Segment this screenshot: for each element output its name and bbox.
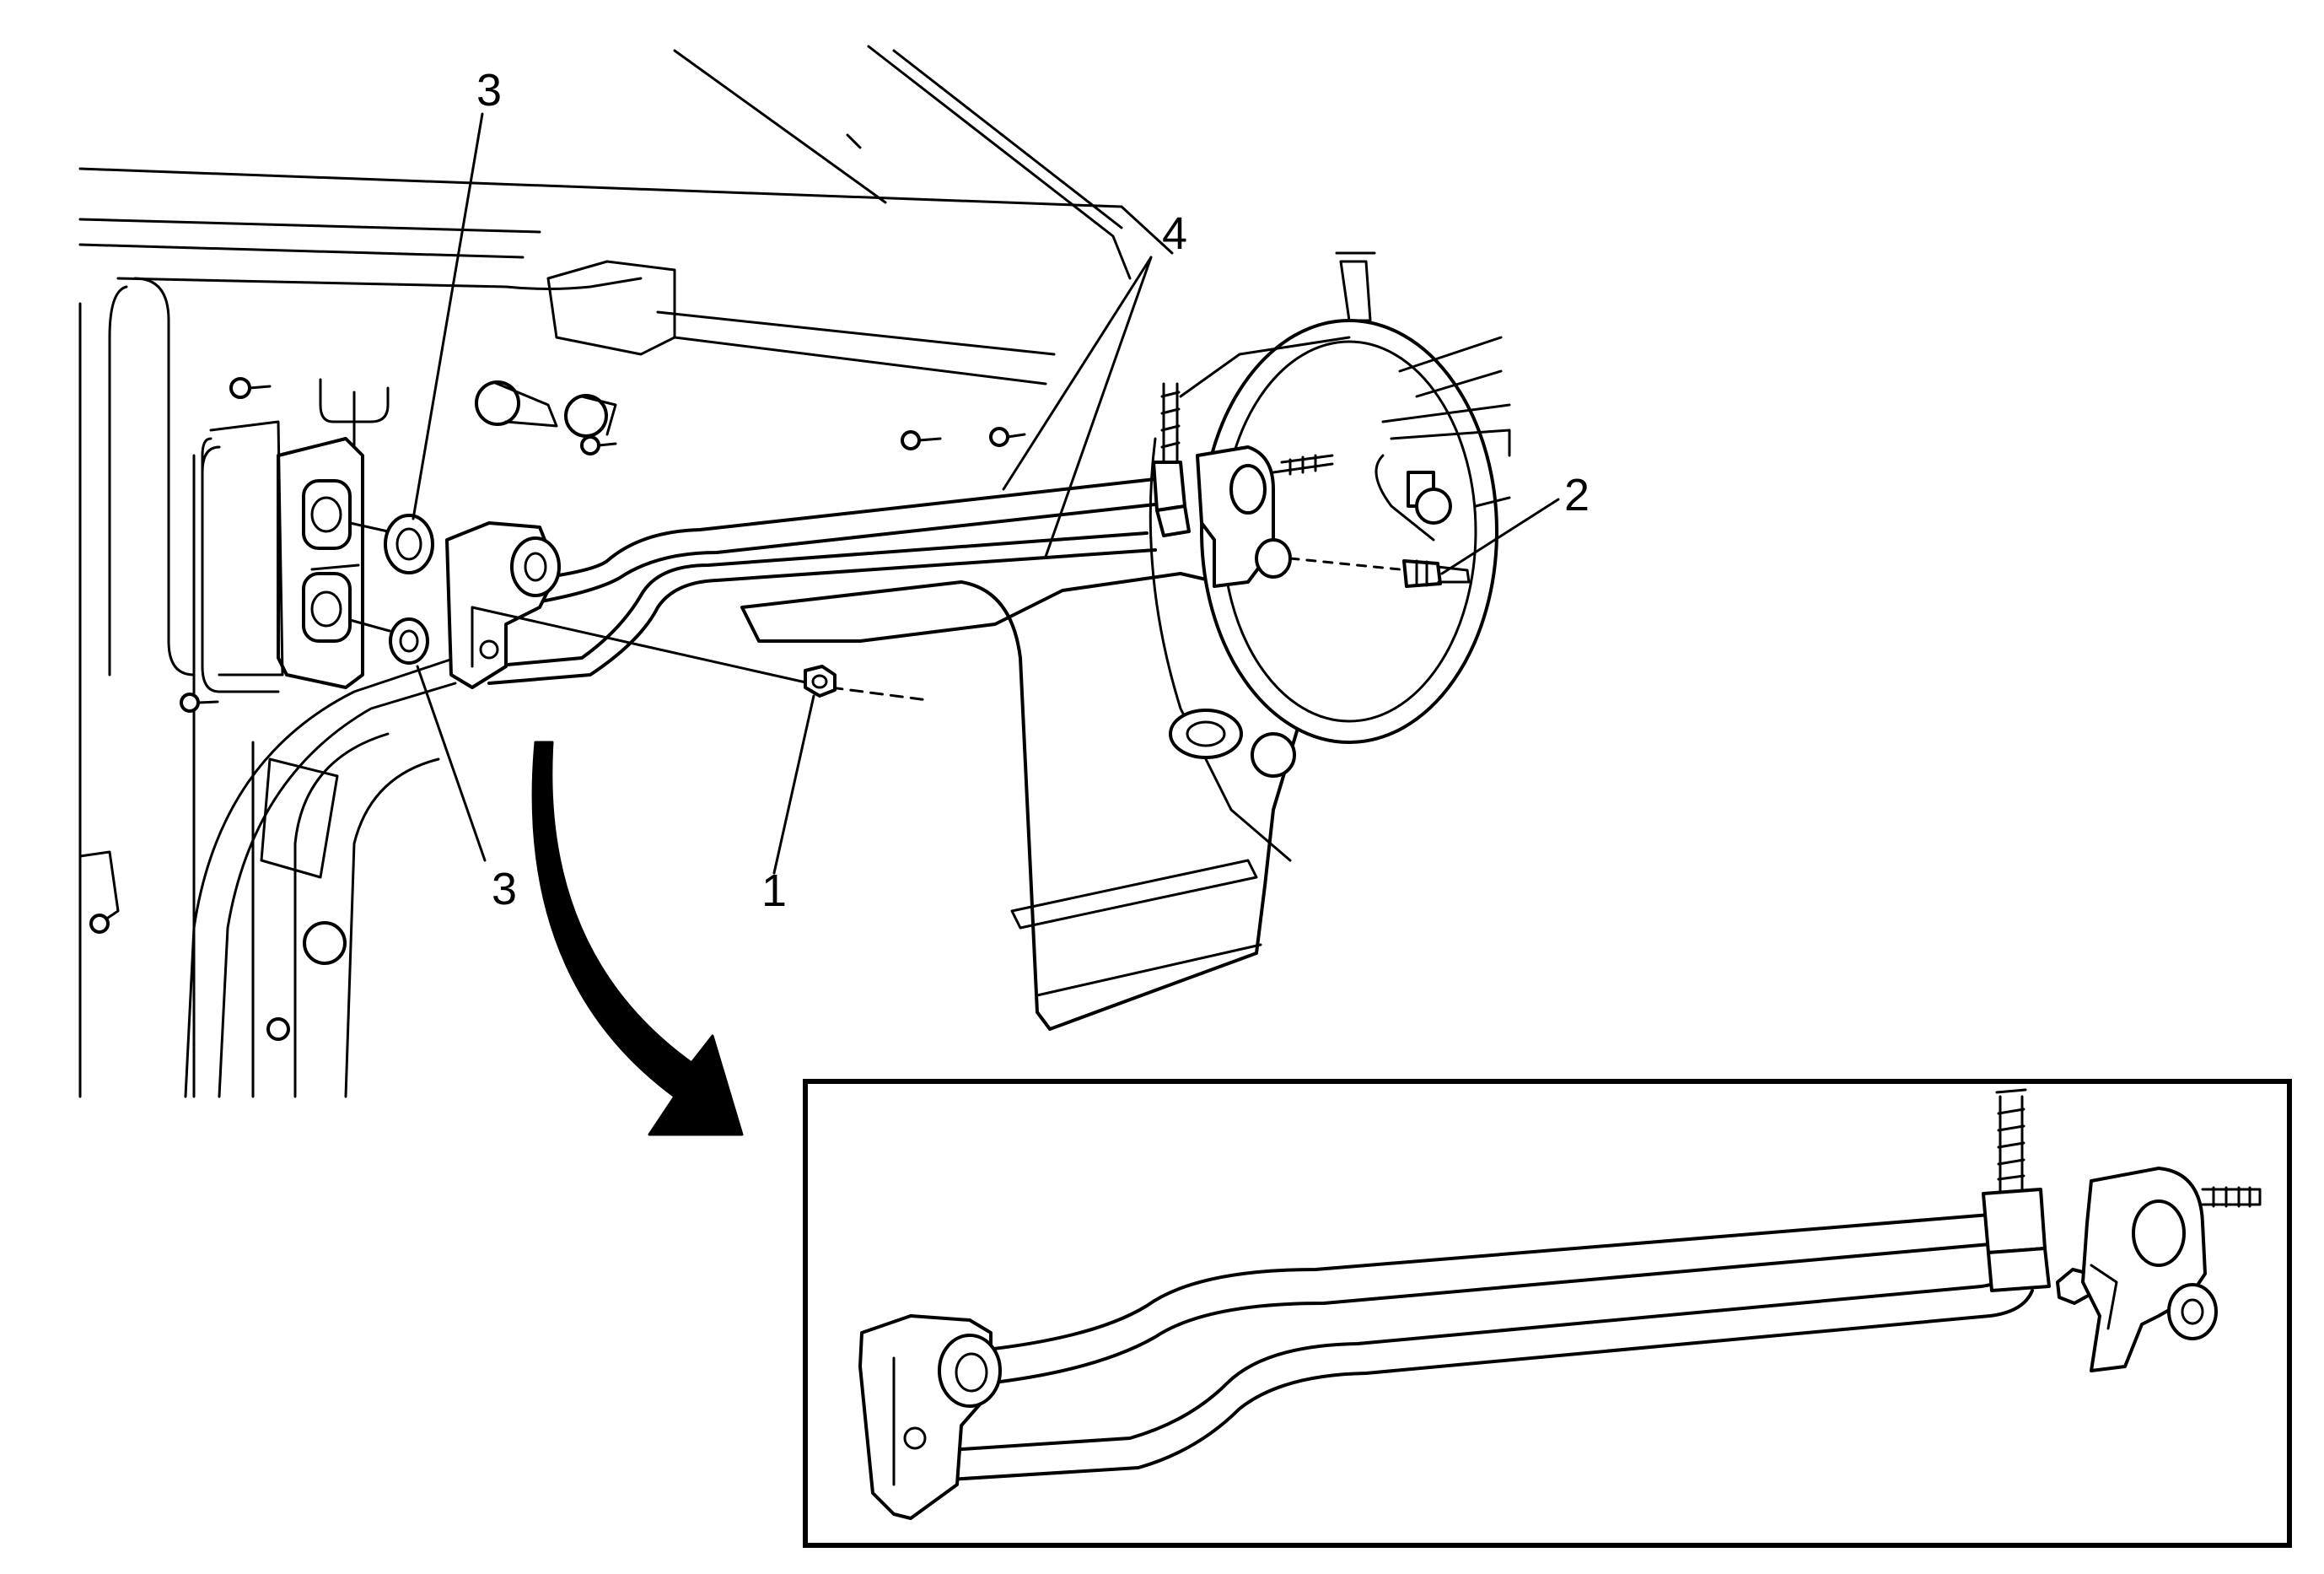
fender-panel [78,45,1174,1098]
callout-leaders [412,112,1560,875]
rod-clamp [1152,382,1334,588]
callout-2: 2 [1564,470,1590,520]
rod-end-bracket [445,521,561,689]
washer-group [384,514,434,665]
hinge-bracket [201,420,364,689]
brake-booster [1149,251,1511,862]
bracket-plate [740,572,1300,1031]
callout-1: 1 [761,865,787,916]
nut-item-1 [471,606,929,702]
arrow-pointer-icon [531,741,744,1136]
callout-3-top: 3 [476,65,502,116]
callout-3-bottom: 3 [492,864,517,914]
linkage-rod-lower [487,531,1157,685]
alignment-lines [348,521,391,633]
callout-4: 4 [1162,208,1187,259]
bolt-item-2 [1255,538,1471,588]
panel-bolts [89,377,1026,1041]
linkage-rod-upper [504,477,1157,609]
inset-detail [803,1079,2292,1548]
